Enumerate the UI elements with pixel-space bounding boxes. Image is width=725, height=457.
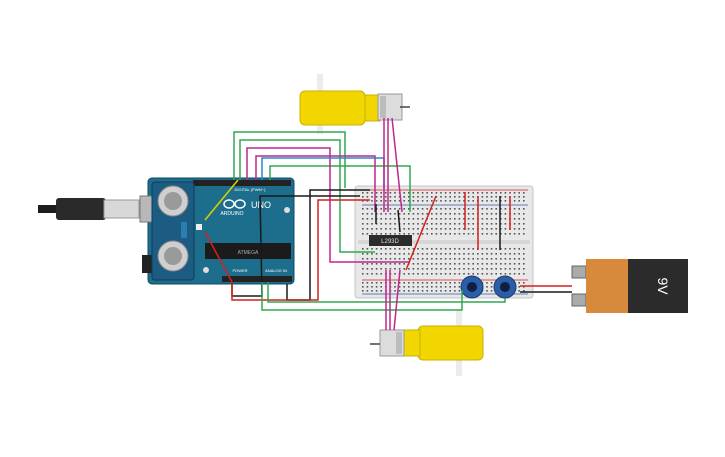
- chip-label: ATMEGA: [238, 250, 259, 256]
- usb-plug-body: [56, 198, 106, 220]
- potentiometer[interactable]: [493, 275, 517, 299]
- potentiometer-knob: [467, 282, 477, 292]
- digital-header: [193, 180, 291, 186]
- dc-gear-motor-bottom[interactable]: [370, 310, 484, 376]
- motor-driver-chip[interactable]: L293D: [369, 235, 412, 246]
- wire-magenta[interactable]: [393, 269, 401, 331]
- arduino-brand: ARDUINO: [220, 211, 243, 217]
- breadboard-center-channel: [358, 240, 530, 244]
- mounting-hole: [203, 267, 209, 273]
- arduino-logo-icon: [223, 199, 246, 209]
- wire-green[interactable]: [261, 282, 463, 311]
- motor-gearbox: [299, 90, 366, 126]
- motor-gearbox: [417, 325, 484, 361]
- mounting-hole: [284, 207, 290, 213]
- power-analog-header: [222, 276, 292, 282]
- motor-driver-label: L293D: [381, 239, 399, 245]
- battery-9v[interactable]: 9V: [571, 259, 688, 313]
- usb-connector: [103, 199, 140, 219]
- wires: [204, 117, 572, 331]
- usb-cable[interactable]: [38, 198, 140, 220]
- wire-green[interactable]: [239, 139, 375, 253]
- wire-green[interactable]: [269, 165, 411, 212]
- wire-red[interactable]: [204, 199, 370, 301]
- l293d-body: [369, 235, 412, 246]
- ultrasonic-sensor[interactable]: [151, 181, 195, 281]
- sensor-crystal: [181, 222, 187, 238]
- wire-black[interactable]: [397, 209, 401, 233]
- potentiometer[interactable]: [460, 275, 484, 299]
- wire-red[interactable]: [405, 195, 437, 271]
- motor-shaft: [456, 360, 462, 376]
- sensor-mesh: [164, 247, 182, 265]
- power-label: POWER: [232, 268, 247, 273]
- wire-green[interactable]: [233, 131, 346, 188]
- digital-label: DIGITAL (PWM~): [235, 187, 267, 192]
- wire-yellow[interactable]: [204, 179, 239, 221]
- sensor-mesh: [164, 192, 182, 210]
- battery-label-band: [586, 259, 628, 313]
- motor-shaft: [456, 310, 462, 328]
- arduino-model: UNO: [251, 200, 271, 210]
- reset-button[interactable]: [196, 224, 202, 230]
- breadboard-holes: [362, 192, 525, 292]
- wire-magenta[interactable]: [255, 155, 376, 212]
- motor-can-end: [380, 96, 386, 118]
- atmega-chip: [205, 243, 291, 259]
- dc-gear-motor-top[interactable]: [299, 74, 410, 134]
- battery-terminal: [571, 265, 587, 279]
- battery-voltage-label: 9V: [655, 277, 671, 295]
- motor-can-end: [396, 332, 402, 354]
- battery-body: [628, 259, 688, 313]
- motor-shaft: [317, 74, 323, 92]
- potentiometer-knob: [500, 282, 510, 292]
- wire-magenta[interactable]: [246, 147, 410, 263]
- analog-label: ANALOG IN: [265, 268, 287, 273]
- motor-gearbox-neck: [401, 329, 421, 357]
- battery-terminal: [571, 293, 587, 307]
- motor-shaft: [317, 124, 323, 134]
- wire-magenta[interactable]: [391, 117, 403, 213]
- usb-cable-tip: [38, 205, 58, 213]
